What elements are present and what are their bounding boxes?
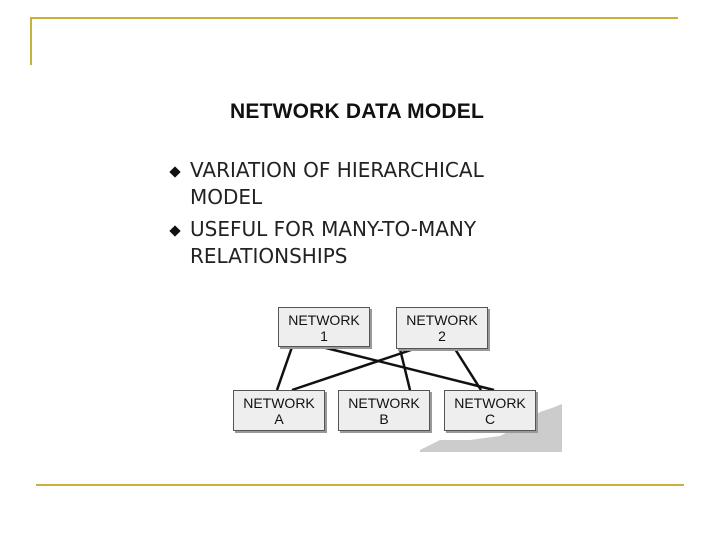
slide-title: NETWORK DATA MODEL (230, 100, 485, 123)
top-accent-line (30, 17, 678, 19)
bullet-line: VARIATION OF HIERARCHICAL (190, 158, 484, 182)
left-accent-line (30, 17, 32, 65)
bullet-list: VARIATION OF HIERARCHICAL MODEL USEFUL F… (168, 157, 568, 275)
bullet-item: USEFUL FOR MANY-TO-MANY RELATIONSHIPS (168, 216, 568, 270)
bottom-accent-line (36, 484, 684, 486)
bullet-line: USEFUL FOR MANY-TO-MANY (190, 217, 477, 241)
node-label-line: NETWORK (454, 395, 526, 411)
diamond-bullet-icon (169, 166, 181, 178)
edge-network-1-to-network-c (321, 345, 495, 392)
node-label-line: NETWORK (288, 312, 360, 328)
edge-network-2-to-network-b (398, 348, 412, 391)
edge-network-2-to-network-a (291, 347, 415, 392)
network-2-node: NETWORK 2 (396, 307, 488, 349)
bullet-text: VARIATION OF HIERARCHICAL MODEL (190, 157, 568, 211)
edge-network-1-to-network-a (275, 346, 294, 391)
network-c-node: NETWORK C (444, 390, 536, 431)
node-label-line: NETWORK (406, 312, 478, 328)
diamond-bullet-icon (169, 225, 181, 237)
node-label-line: NETWORK (243, 395, 315, 411)
node-label-line: 1 (320, 328, 328, 344)
node-label-line: B (379, 411, 389, 427)
bullet-line: RELATIONSHIPS (190, 244, 348, 268)
bullet-line: MODEL (190, 185, 263, 209)
network-b-node: NETWORK B (338, 390, 430, 431)
node-label-line: C (484, 411, 496, 427)
node-label-line: 2 (438, 328, 446, 344)
bullet-item: VARIATION OF HIERARCHICAL MODEL (168, 157, 568, 211)
bullet-text: USEFUL FOR MANY-TO-MANY RELATIONSHIPS (190, 216, 568, 270)
network-a-node: NETWORK A (233, 390, 325, 431)
node-label-line: NETWORK (348, 395, 420, 411)
edge-network-2-to-network-c (453, 348, 483, 391)
node-label-line: A (274, 411, 284, 427)
network-1-node: NETWORK 1 (278, 307, 370, 347)
